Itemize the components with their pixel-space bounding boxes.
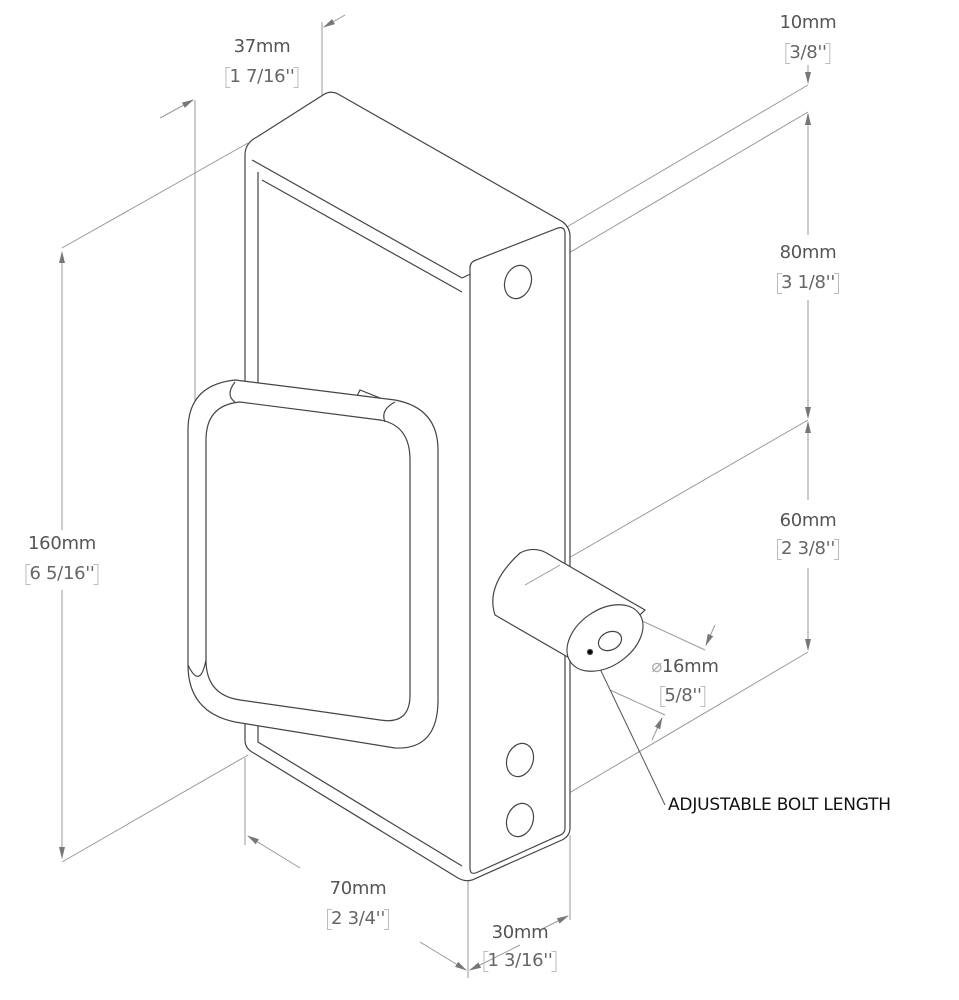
lock-knob	[187, 379, 439, 749]
callout-adjustable-bolt: ADJUSTABLE BOLT LENGTH	[668, 795, 891, 815]
dim-80mm-inch: 3 1/8''	[777, 272, 839, 294]
dim-60mm: 60mm	[779, 510, 837, 531]
dim-16mm-inch: 5/8''	[660, 685, 705, 707]
dim-80mm: 80mm	[779, 242, 837, 263]
dim-30mm-inch: 1 3/16''	[483, 950, 556, 972]
dim-60mm-inch: 2 3/8''	[777, 538, 839, 560]
dim-10mm: 10mm	[779, 12, 837, 33]
dim-37mm: 37mm	[233, 36, 291, 57]
dim-10mm-inch: 3/8''	[785, 42, 830, 64]
dim-30mm: 30mm	[491, 922, 549, 943]
dim-37mm-inch: 1 7/16''	[225, 66, 298, 88]
dim-160mm: 160mm	[28, 533, 96, 554]
dim-70mm: 70mm	[329, 878, 387, 899]
dim-16mm: ⌀16mm	[651, 656, 719, 677]
lock-bolt	[492, 548, 646, 672]
dim-70mm-inch: 2 3/4''	[327, 908, 389, 930]
dim-160mm-inch: 6 5/16''	[25, 563, 98, 585]
